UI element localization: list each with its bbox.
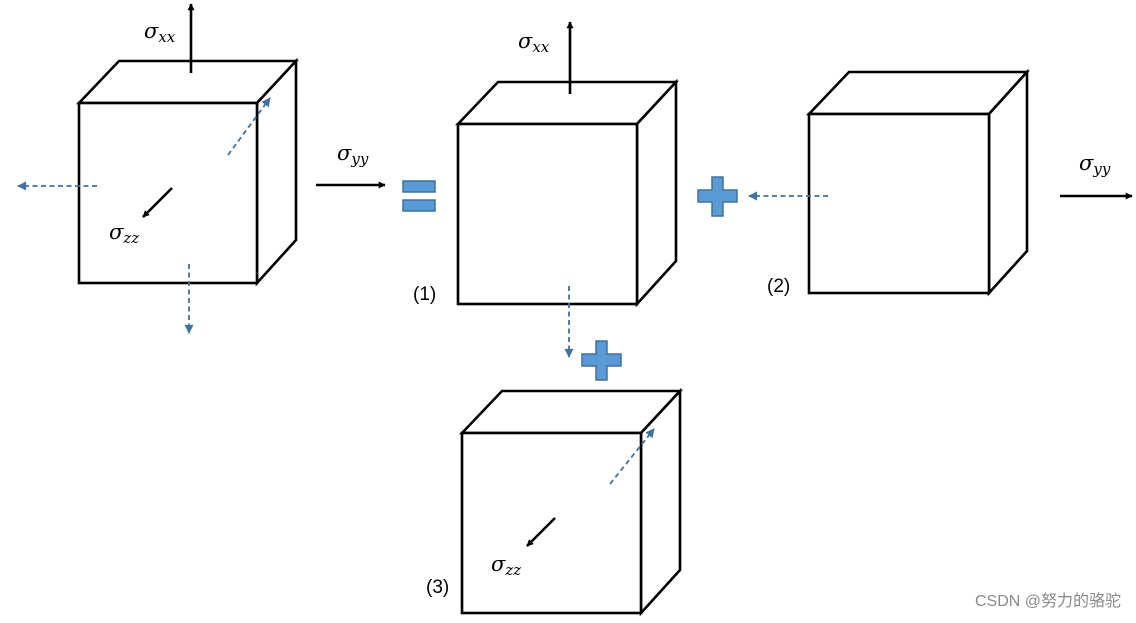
dashed-arrow-diag-case-3: [609, 428, 655, 485]
sigma-xx-label-case-1: σxx: [518, 29, 550, 56]
equals-bar-bottom: [402, 199, 436, 212]
dashed-arrow-diag-combined: [227, 97, 271, 156]
equals-bar-top: [402, 180, 436, 193]
sigma-zz-label-case-3: σzz: [491, 552, 521, 579]
equals-operator: [402, 180, 436, 212]
cube-case-1-front-face: [456, 122, 639, 306]
sigma-yy-label-combined: σyy: [337, 141, 369, 168]
plus-operator-right: [697, 176, 738, 217]
cube-case-2: [805, 68, 1030, 297]
cube-case-3: [458, 387, 683, 617]
sigma-xx-label-combined: σxx: [144, 19, 176, 46]
watermark-text: CSDN @努力的骆驼: [975, 592, 1121, 610]
case-2-label: (2): [767, 276, 790, 297]
case-3-label: (3): [426, 577, 449, 598]
sigma-yy-label-case-2: σyy: [1079, 151, 1111, 178]
plus-operator-bottom: [581, 340, 622, 381]
sigma-zz-arrow-case-3: [526, 517, 556, 547]
cube-case-1: [454, 78, 679, 308]
sigma-zz-label-combined: σzz: [109, 220, 139, 247]
sigma-zz-arrow-combined: [142, 187, 173, 218]
cube-case-2-front-face: [807, 112, 991, 295]
case-1-label: (1): [413, 284, 436, 305]
cube-combined: [75, 57, 299, 287]
